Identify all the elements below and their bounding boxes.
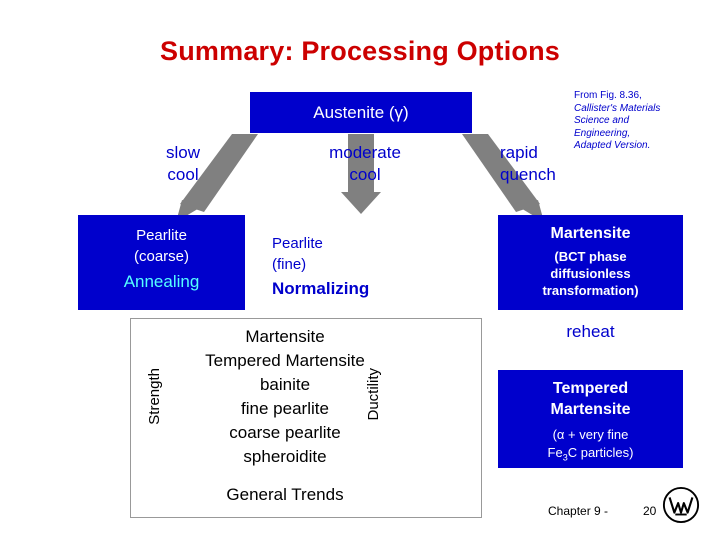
annealing-label: Annealing: [123, 272, 200, 291]
martensite-sub-line-2: diffusionless: [550, 266, 631, 281]
page-number: 20: [643, 504, 657, 518]
martensite-title: Martensite: [550, 225, 631, 242]
martensite-box: Martensite (BCT phase diffusionless tran…: [498, 215, 683, 310]
reference-note: From Fig. 8.36, Callister's Materials Sc…: [574, 90, 698, 153]
reference-line-2: Callister's Materials: [574, 102, 661, 114]
moderate-line-1: moderate: [329, 143, 401, 162]
tempered-subtext: (α + very fine Fe3C particles): [498, 426, 683, 467]
martensite-sub-line-1: (BCT phase: [554, 249, 627, 264]
list-item: bainite: [259, 375, 311, 394]
chapter-label: Chapter 9 -: [548, 504, 609, 518]
reheat-label: reheat: [566, 322, 615, 341]
strength-axis-label: Strength: [146, 368, 163, 425]
rapid-line-1: rapid: [500, 143, 538, 162]
pearlite-fine-box: Pearlite (fine) Normalizing: [270, 215, 454, 310]
slow-cool-label: slow cool: [128, 142, 238, 186]
page-title: Summary: Processing Options: [160, 36, 560, 66]
general-trends-panel: [130, 318, 482, 518]
general-trends-caption: General Trends: [226, 485, 344, 504]
tempered-sub-line-2-post: C particles): [567, 445, 634, 460]
slow-cool-line-2: cool: [167, 165, 199, 184]
austenite-box: Austenite (γ): [250, 92, 472, 133]
pearlite-coarse-line-1: Pearlite: [136, 227, 187, 244]
university-logo-icon: [662, 486, 700, 524]
reference-line-4: Engineering,: [574, 127, 631, 139]
tempered-sub-line-2-pre: Fe: [547, 445, 563, 460]
tempered-sub-line-2-sub: 3: [562, 452, 568, 463]
martensite-subtext: (BCT phase diffusionless transformation): [498, 248, 683, 299]
normalizing-label: Normalizing: [272, 279, 370, 298]
martensite-sub-line-3: transformation): [542, 283, 639, 298]
moderate-line-2: cool: [349, 165, 381, 184]
slow-cool-line-1: slow: [165, 143, 200, 162]
pearlite-coarse-box: Pearlite (coarse) Annealing: [78, 215, 245, 310]
pearlite-fine-line-1: Pearlite: [272, 235, 323, 252]
list-item: spheroidite: [243, 447, 327, 466]
reference-line-1: From Fig. 8.36,: [574, 90, 642, 101]
pearlite-coarse-line-2: (coarse): [133, 248, 189, 265]
tempered-sub-line-1: (α + very fine: [552, 427, 629, 442]
list-item: coarse pearlite: [229, 423, 341, 442]
rapid-quench-label: rapid quench: [500, 142, 620, 186]
rapid-line-2: quench: [500, 165, 556, 184]
trends-list: Martensite Tempered Martensite bainite f…: [170, 325, 400, 469]
pearlite-fine-line-2: (fine): [272, 256, 307, 273]
list-item: fine pearlite: [241, 399, 329, 418]
reference-line-3: Science and: [574, 115, 630, 126]
tempered-line-2: Martensite: [550, 401, 631, 418]
reference-line-5: Adapted Version.: [574, 140, 651, 151]
moderate-cool-label: moderate cool: [295, 142, 435, 186]
list-item: Martensite: [245, 327, 325, 346]
tempered-line-1: Tempered: [552, 380, 629, 397]
list-item: Tempered Martensite: [205, 351, 365, 370]
tempered-martensite-box: Tempered Martensite (α + very fine Fe3C …: [498, 370, 683, 468]
